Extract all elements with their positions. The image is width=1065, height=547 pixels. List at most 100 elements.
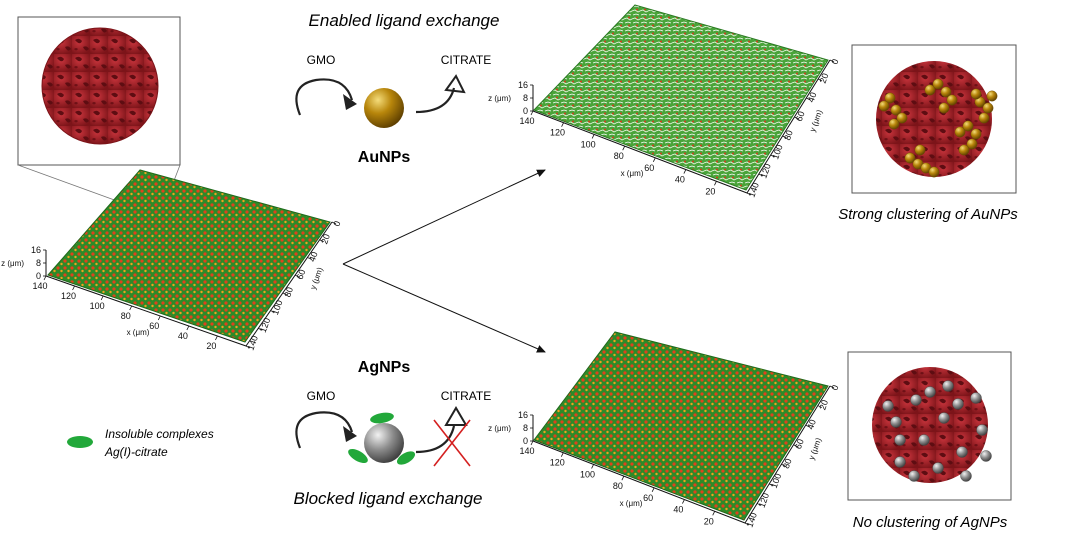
plot-ag-y-tick-label: 80 bbox=[781, 457, 794, 470]
plot-ag-x-tick-mark bbox=[651, 487, 655, 493]
plot-initial-x-tick-mark bbox=[72, 285, 75, 291]
plot-ag-y-tick-label: 40 bbox=[805, 418, 818, 431]
plot-initial-y-tick-mark bbox=[319, 239, 324, 243]
plot-initial-y-tick-label: 40 bbox=[307, 250, 320, 263]
surface-plot-au-surface bbox=[533, 4, 829, 191]
plot-initial-x-axis bbox=[45, 275, 247, 347]
plot-au-x-tick-label: 140 bbox=[519, 116, 534, 126]
plot-ag-x-tick-label: 80 bbox=[613, 481, 623, 491]
plot-ag-z-axis-label: z (μm) bbox=[488, 424, 511, 433]
plot-initial-x-tick-label: 100 bbox=[90, 301, 105, 311]
plot-ag-x-tick-mark bbox=[591, 464, 594, 469]
au-particle bbox=[896, 112, 908, 124]
au-particle bbox=[982, 102, 994, 114]
ag-particle bbox=[976, 424, 988, 436]
citrate-label-bottom: CITRATE bbox=[441, 389, 491, 403]
au-particle bbox=[938, 102, 950, 114]
au-particle bbox=[888, 118, 900, 130]
plot-initial-y-tick-mark bbox=[331, 221, 337, 225]
ag-particle bbox=[960, 470, 972, 482]
plot-au-y-tick-mark bbox=[758, 173, 764, 177]
incoming-arrow-bottom bbox=[295, 411, 354, 449]
plot-initial-y-tick-label: 0 bbox=[331, 220, 342, 228]
plot-au-x-axis-label: x (μm) bbox=[621, 169, 644, 178]
top-result-caption: Strong clustering of AuNPs bbox=[838, 206, 1018, 223]
ag-particle bbox=[932, 462, 944, 474]
ag-particle bbox=[970, 392, 982, 404]
au-particle bbox=[904, 152, 916, 164]
cubosome-with-ag-particles bbox=[872, 367, 992, 483]
plot-ag-x-axis-label: x (μm) bbox=[620, 499, 643, 508]
plot-au-x-tick-mark bbox=[561, 122, 564, 127]
legend-line-1: Insoluble complexes bbox=[105, 427, 214, 441]
plot-au-z-axis-label: z (μm) bbox=[488, 94, 511, 103]
plot-initial-y-tick-mark bbox=[258, 327, 263, 331]
plot-au-y-tick-mark bbox=[806, 97, 811, 101]
plot-au-y-tick-label: 0 bbox=[829, 58, 840, 66]
plot-ag-x-tick-label: 40 bbox=[673, 505, 683, 515]
plot-ag-x-tick-mark bbox=[682, 499, 685, 504]
plot-initial-x-tick-label: 140 bbox=[32, 281, 47, 291]
plot-ag-z-tick-label: 16 bbox=[518, 410, 528, 420]
plot-au-x-tick-mark bbox=[530, 110, 534, 116]
ag-particle bbox=[942, 380, 954, 392]
plot-ag-y-tick-label: 60 bbox=[793, 438, 806, 451]
legend-complex-swatch bbox=[67, 436, 93, 448]
outgoing-arrow-head-bottom bbox=[444, 406, 468, 426]
au-particle bbox=[884, 92, 896, 104]
plot-au-x-tick-mark bbox=[591, 134, 595, 139]
cubosome-structure-left bbox=[41, 27, 159, 145]
plot-ag-z-tick-label: 8 bbox=[523, 423, 528, 433]
plot-initial-y-tick-label: 120 bbox=[258, 316, 273, 334]
ag-particles bbox=[882, 380, 992, 482]
plot-initial-y-tick-label: 140 bbox=[245, 334, 260, 352]
plot-ag-y-tick-mark bbox=[793, 444, 798, 448]
arrow-to-au bbox=[342, 169, 546, 265]
au-particle bbox=[940, 86, 952, 98]
plot-ag-y-tick-label: 120 bbox=[757, 492, 772, 510]
top-title: Enabled ligand exchange bbox=[309, 11, 500, 30]
plot-au-z-tick-label: 16 bbox=[518, 80, 528, 90]
plot-initial-y-axis bbox=[245, 221, 333, 347]
plot-initial-x-axis-label: x (μm) bbox=[127, 328, 150, 337]
plot-au-y-tick-mark bbox=[829, 59, 835, 63]
plot-initial-y-tick-mark bbox=[270, 310, 275, 313]
plot-ag-y-tick-label: 20 bbox=[817, 398, 830, 411]
plot-initial-x-tick-label: 60 bbox=[149, 321, 159, 331]
au-particle bbox=[958, 144, 970, 156]
plot-initial-z-tick-label: 16 bbox=[31, 245, 41, 255]
plot-ag-y-tick-mark bbox=[829, 385, 835, 389]
plot-ag-y-tick-mark bbox=[781, 463, 786, 467]
silver-nanoparticle bbox=[364, 423, 404, 463]
plot-au-y-tick-mark bbox=[794, 116, 799, 120]
ag-particle bbox=[910, 394, 922, 406]
plot-initial-y-tick-label: 60 bbox=[295, 268, 308, 281]
plot-ag-x-tick-mark bbox=[530, 440, 534, 446]
plot-initial-z-axis-label: z (μm) bbox=[1, 259, 24, 268]
ag-particle bbox=[890, 416, 902, 428]
plot-ag-x-tick-mark bbox=[621, 475, 625, 481]
plot-ag-x-tick-label: 100 bbox=[580, 469, 595, 479]
au-particle bbox=[970, 128, 982, 140]
plot-ag-y-tick-label: 0 bbox=[829, 384, 840, 392]
au-particle bbox=[954, 126, 966, 138]
incoming-arrow-head-top bbox=[343, 94, 357, 110]
ag-particle bbox=[952, 398, 964, 410]
plot-ag-y-tick-mark bbox=[769, 483, 774, 487]
outgoing-arrow-top bbox=[415, 87, 456, 114]
surface-plot-ag-surface bbox=[533, 331, 829, 521]
plot-au-y-axis-label: y (μm) bbox=[808, 108, 824, 133]
plot-au-y-tick-label: 100 bbox=[770, 143, 785, 161]
plot-au-y-tick-label: 80 bbox=[782, 129, 795, 142]
incoming-arrow-top bbox=[295, 78, 354, 116]
plot-au-z-tick-label: 8 bbox=[523, 93, 528, 103]
plot-au-y-tick-mark bbox=[770, 154, 775, 158]
blocked-cross-line-2 bbox=[433, 419, 471, 467]
ag-particle bbox=[894, 456, 906, 468]
plot-initial-x-tick-label: 20 bbox=[206, 341, 216, 351]
plot-initial-x-tick-mark bbox=[186, 325, 190, 331]
complex-blob-1 bbox=[370, 412, 394, 424]
bottom-particle-label: AgNPs bbox=[358, 359, 411, 376]
